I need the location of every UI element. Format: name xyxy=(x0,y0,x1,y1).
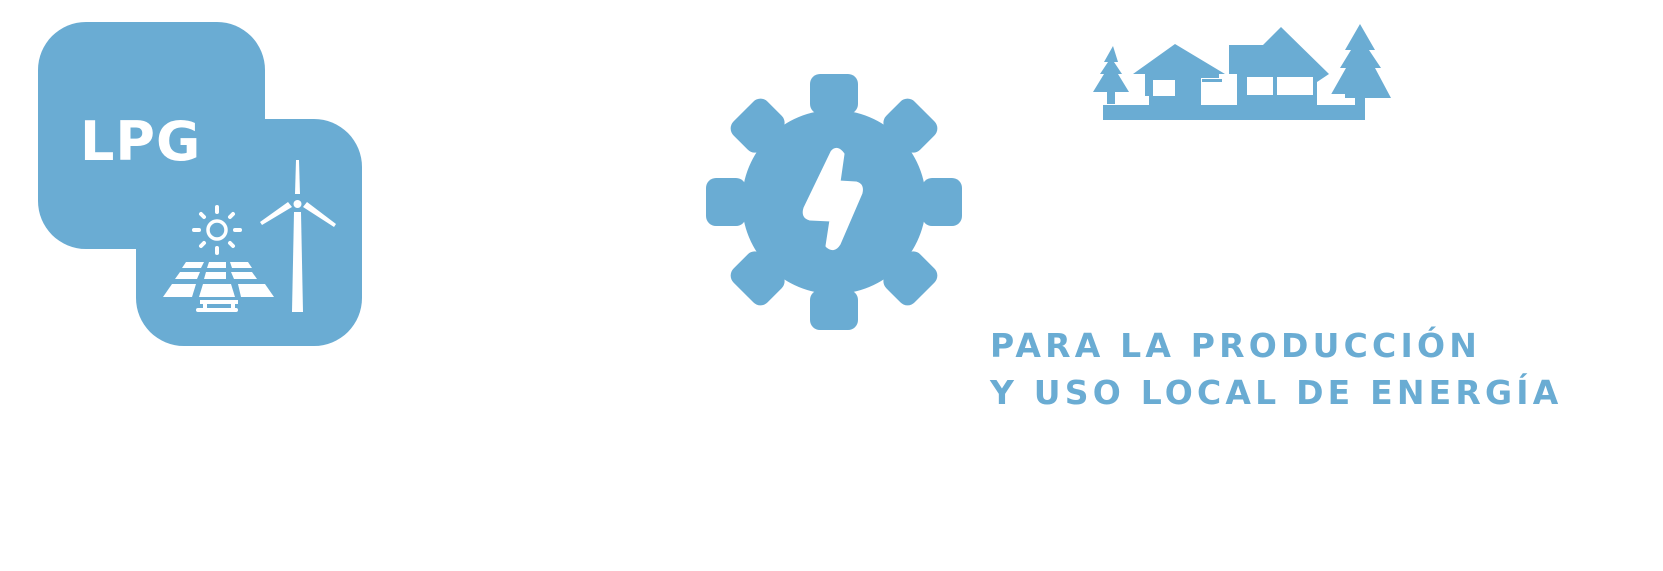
wind-turbine-icon xyxy=(260,160,336,312)
village-graphic xyxy=(1093,24,1391,120)
house-icon xyxy=(1115,44,1225,110)
building-icon xyxy=(1229,27,1329,108)
solar-panel-icon xyxy=(163,262,274,312)
lightning-bolt-icon xyxy=(802,147,863,251)
tree-icon xyxy=(1093,46,1129,104)
village-icon xyxy=(1085,22,1395,122)
energy-gear xyxy=(706,74,962,330)
gear-icon xyxy=(706,74,962,330)
lpg-badge-graphic: LPG xyxy=(38,22,362,346)
sun-icon xyxy=(192,205,242,255)
caption-line-1: PARA LA PRODUCCIÓN xyxy=(990,326,1482,365)
caption-line-2: Y USO LOCAL DE ENERGÍA xyxy=(990,373,1563,412)
lpg-badge: LPG xyxy=(38,22,364,348)
caption: PARA LA PRODUCCIÓN Y USO LOCAL DE ENERGÍ… xyxy=(990,322,1630,416)
tree-icon xyxy=(1329,24,1391,106)
lpg-label: LPG xyxy=(80,110,201,173)
